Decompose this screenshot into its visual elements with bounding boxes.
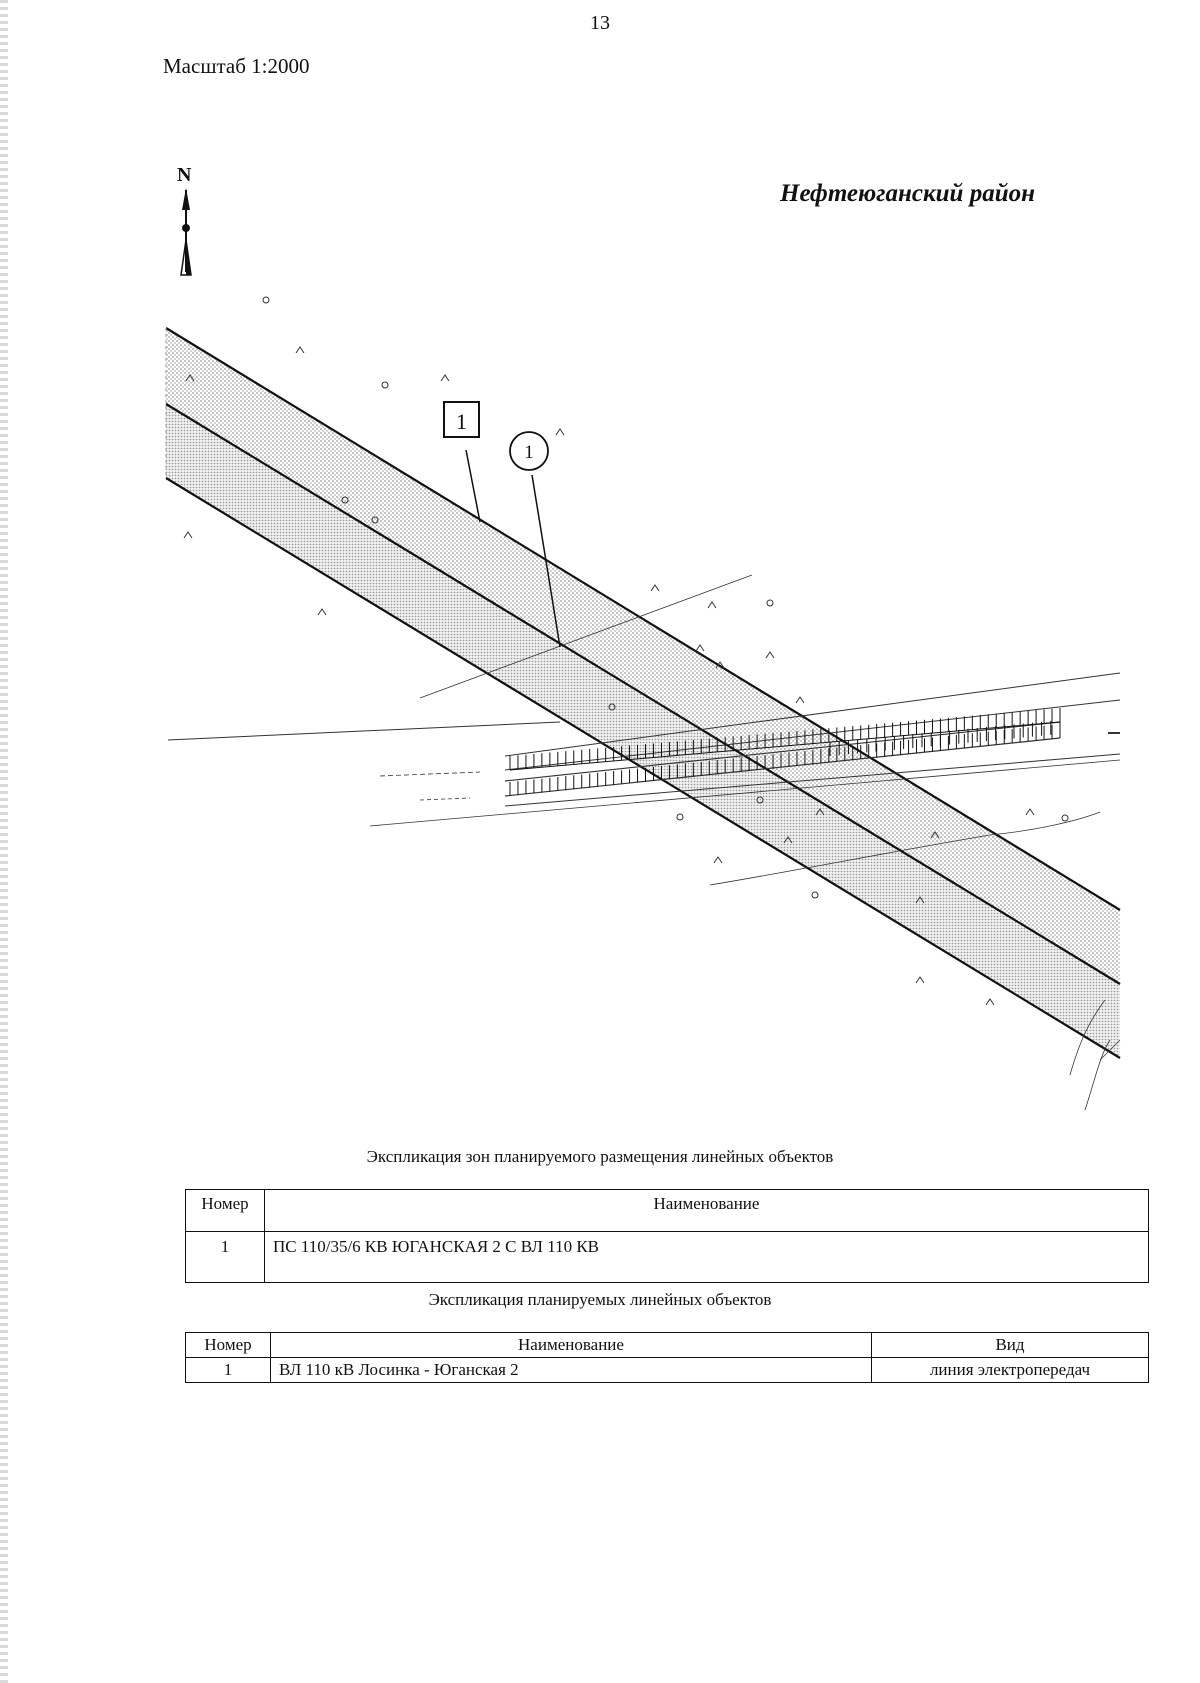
object-label-circle: [509, 431, 549, 471]
row-number: 1: [185, 1231, 265, 1283]
header-number: Номер: [185, 1332, 271, 1358]
row-name: ВЛ 110 кВ Лосинка - Юганская 2: [270, 1357, 872, 1383]
header-type: Вид: [871, 1332, 1149, 1358]
planned-zone-area: [166, 328, 1120, 984]
terrain-symbols: [183, 296, 1069, 1006]
terrain-symbol: [381, 381, 389, 389]
terrain-symbol: [185, 374, 195, 382]
terrain-symbol: [765, 651, 775, 659]
table-header-row: Номер Наименование Вид: [185, 1332, 1149, 1358]
table-row: 1 ВЛ 110 кВ Лосинка - Юганская 2 линия э…: [185, 1357, 1149, 1383]
terrain-symbol: [371, 516, 379, 524]
terrain-symbol: [262, 296, 270, 304]
terrain-symbol: [650, 584, 660, 592]
row-type: линия электропередач: [871, 1357, 1149, 1383]
planned-zone-area-lower: [166, 404, 1120, 1058]
terrain-symbol: [341, 496, 349, 504]
terrain-symbol: [811, 891, 819, 899]
object-leader-line: [531, 474, 561, 648]
zones-table-caption: Экспликация зон планируемого размещения …: [366, 1147, 834, 1166]
header-number: Номер: [185, 1189, 265, 1232]
terrain-symbol: [676, 813, 684, 821]
terrain-symbol: [608, 703, 616, 711]
terrain-symbol: [317, 608, 327, 616]
terrain-symbol: [183, 531, 193, 539]
scan-edge: [0, 0, 8, 1683]
terrain-symbol: [985, 998, 995, 1006]
header-name: Наименование: [264, 1189, 1149, 1232]
region-name: Нефтеюганский район: [780, 180, 1035, 207]
zone-label-box: [443, 401, 480, 438]
north-label: N: [177, 164, 192, 186]
terrain-symbol: [915, 976, 925, 984]
terrain-symbol: [1025, 808, 1035, 816]
object-label-number: 1: [524, 442, 534, 463]
background-topography: [167, 574, 1121, 1111]
table-header-row: Номер Наименование: [185, 1189, 1149, 1232]
terrain-symbol: [555, 428, 565, 436]
terrain-symbol: [1061, 814, 1069, 822]
map-scale: Масштаб 1:2000: [163, 54, 310, 78]
terrain-symbol: [766, 599, 774, 607]
terrain-symbol: [695, 644, 705, 652]
zones-table: Номер Наименование 1 ПС 110/35/6 КВ ЮГАН…: [185, 1189, 1149, 1283]
zone-leader-line: [465, 449, 481, 523]
zone-label-number: 1: [456, 409, 467, 434]
header-name: Наименование: [270, 1332, 872, 1358]
row-number: 1: [185, 1357, 271, 1383]
zone-boundary-line: [165, 327, 1121, 911]
terrain-symbol: [756, 796, 764, 804]
terrain-symbol: [915, 896, 925, 904]
zone-boundary-line: [165, 477, 1121, 1059]
north-arrow-icon: [180, 188, 192, 276]
table-row: 1 ПС 110/35/6 КВ ЮГАНСКАЯ 2 С ВЛ 110 КВ: [185, 1231, 1149, 1283]
terrain-symbol: [295, 346, 305, 354]
terrain-symbol: [713, 856, 723, 864]
page-number: 13: [590, 12, 610, 34]
terrain-symbol: [930, 831, 940, 839]
terrain-symbol: [815, 808, 825, 816]
power-line-axis: [165, 403, 1121, 985]
terrain-symbol: [440, 374, 450, 382]
hatch-marks: [509, 708, 1061, 796]
terrain-symbol: [715, 661, 725, 669]
objects-table-caption: Экспликация планируемых линейных объекто…: [428, 1290, 772, 1309]
terrain-symbol: [783, 836, 793, 844]
terrain-symbol: [707, 601, 717, 609]
row-name: ПС 110/35/6 КВ ЮГАНСКАЯ 2 С ВЛ 110 КВ: [264, 1231, 1149, 1283]
objects-table: Номер Наименование Вид 1 ВЛ 110 кВ Лосин…: [185, 1332, 1149, 1383]
terrain-symbol: [795, 696, 805, 704]
